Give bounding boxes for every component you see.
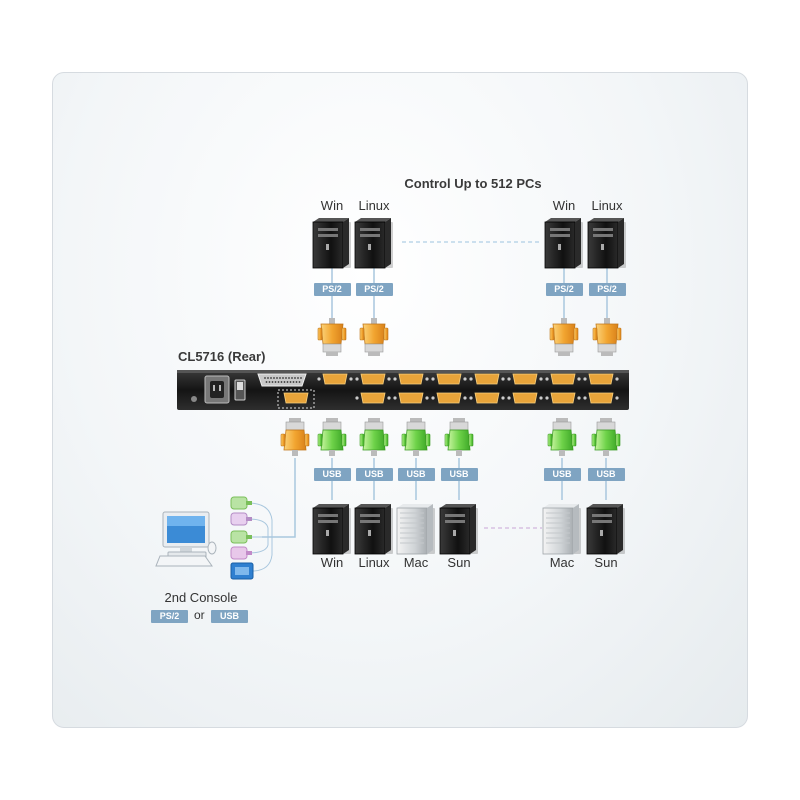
bottom-vga-connector-icon (401, 418, 431, 456)
bottom-tower-1-icon (354, 504, 393, 555)
console-computer-icon (155, 511, 217, 567)
bottom-interface-tag: USB (587, 468, 625, 481)
top-tower-2-icon (544, 218, 583, 269)
device-label: CL5716 (Rear) (178, 349, 266, 364)
top-computer-label: Win (320, 198, 344, 213)
top-vga-connector-icon (359, 318, 389, 356)
bottom-computer-label: Mac (403, 555, 429, 570)
console-ps2-tag: PS/2 (151, 610, 188, 623)
console-db-port-icon (257, 373, 307, 387)
bottom-tower-0-icon (312, 504, 351, 555)
bottom-interface-tag: USB (397, 468, 435, 481)
bottom-connectors (280, 418, 621, 456)
kvm-port-icon (431, 373, 467, 385)
bottom-interface-tag: USB (355, 468, 393, 481)
bottom-computer-label: Mac (549, 555, 575, 570)
audio-plug-icon (230, 530, 252, 544)
kvm-port-icon (355, 373, 391, 385)
bottom-vga-connector-icon (359, 418, 389, 456)
top-computer-label: Win (552, 198, 576, 213)
kvm-port-icon (393, 373, 429, 385)
top-interface-tag: PS/2 (545, 283, 583, 296)
bottom-vga-connector-icon (444, 418, 474, 456)
kvm-port-icon (355, 392, 391, 404)
ps2-keyboard-plug-icon (230, 496, 252, 510)
top-tower-icons (312, 218, 626, 269)
kvm-port-icon (507, 392, 543, 404)
bottom-interface-tag: USB (440, 468, 478, 481)
bottom-vga-connector-icon (547, 418, 577, 456)
console-cable (262, 458, 296, 538)
bottom-computer-label: Linux (358, 555, 390, 570)
bottom-interface-tag: USB (543, 468, 581, 481)
kvm-port-icon (583, 373, 619, 385)
kvm-port-icon (469, 373, 505, 385)
bottom-tower-2-icon (396, 504, 435, 555)
top-computer-label: Linux (358, 198, 390, 213)
console-port-highlight (277, 389, 315, 409)
kvm-port-icon (469, 392, 505, 404)
bottom-tower-icons (312, 504, 625, 555)
bottom-vga-connector-icon (317, 418, 347, 456)
top-tower-0-icon (312, 218, 351, 269)
top-connectors (317, 318, 622, 356)
top-computer-label: Linux (591, 198, 623, 213)
console-label: 2nd Console (164, 590, 238, 605)
kvm-port-icon (393, 392, 429, 404)
kvm-ports (283, 373, 619, 404)
bottom-tower-4-icon (542, 504, 581, 555)
top-tower-3-icon (587, 218, 626, 269)
mic-plug-icon (230, 546, 252, 560)
top-vga-connector-icon (592, 318, 622, 356)
top-interface-tag: PS/2 (313, 283, 351, 296)
kvm-port-icon (545, 373, 581, 385)
bottom-tower-3-icon (439, 504, 478, 555)
kvm-port-icon (545, 392, 581, 404)
top-vga-connector-icon (317, 318, 347, 356)
bottom-computer-label: Sun (447, 555, 471, 570)
bottom-vga-connector-icon (591, 418, 621, 456)
bottom-interface-tag: USB (313, 468, 351, 481)
bottom-tower-5-icon (586, 504, 625, 555)
page-title: Control Up to 512 PCs (404, 176, 542, 191)
bottom-computer-label: Sun (594, 555, 618, 570)
kvm-port-icon (431, 392, 467, 404)
top-tower-1-icon (354, 218, 393, 269)
console-vga-connector-icon (280, 418, 310, 456)
ps2-mouse-plug-icon (230, 512, 252, 526)
bottom-computer-label: Win (320, 555, 344, 570)
console-or-text: or (194, 608, 205, 622)
kvm-port-icon (583, 392, 619, 404)
top-vga-connector-icon (549, 318, 579, 356)
console-usb-tag: USB (211, 610, 248, 623)
console-plugs (230, 496, 254, 580)
top-interface-tag: PS/2 (588, 283, 626, 296)
kvm-port-icon (317, 373, 353, 385)
kvm-port-icon (507, 373, 543, 385)
vga-plug-icon (230, 562, 254, 580)
top-interface-tag: PS/2 (355, 283, 393, 296)
console-kvm-port-icon (283, 392, 309, 404)
